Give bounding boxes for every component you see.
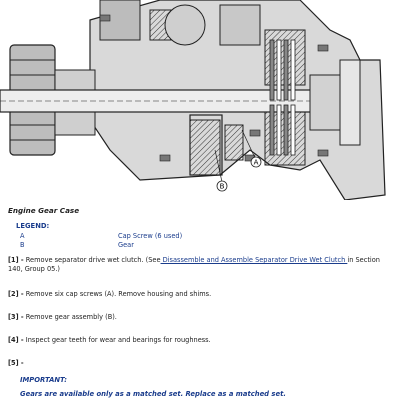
step-number: [2] - bbox=[8, 290, 24, 298]
callout-a-label: A bbox=[254, 159, 259, 167]
step-text: Remove separator drive wet clutch. (See bbox=[25, 256, 161, 264]
step-text: Remove gear assembly (B). bbox=[25, 313, 117, 321]
step-5: [5] - bbox=[8, 359, 392, 368]
figure-caption: Engine Gear Case bbox=[8, 206, 80, 215]
step-1: [1] - Remove separator drive wet clutch.… bbox=[8, 256, 392, 274]
legend-heading: LEGEND: bbox=[16, 222, 50, 230]
gear-case-diagram: A B bbox=[0, 0, 386, 200]
callout-b-label: B bbox=[220, 183, 225, 191]
step-number: [5] - bbox=[8, 359, 24, 367]
step-text: Remove six cap screws (A). Remove housin… bbox=[25, 290, 212, 298]
legend-letter: B bbox=[20, 241, 25, 249]
important-label: IMPORTANT: bbox=[20, 376, 68, 384]
step-number: [1] - bbox=[8, 256, 24, 264]
step-4: [4] - Inspect gear teeth for wear and be… bbox=[8, 336, 392, 345]
step-2: [2] - Remove six cap screws (A). Remove … bbox=[8, 290, 392, 299]
disassemble-clutch-link[interactable]: Disassemble and Assemble Separator Drive… bbox=[160, 256, 348, 264]
step-number: [3] - bbox=[8, 313, 24, 321]
important-note: Gears are available only as a matched se… bbox=[20, 390, 286, 398]
legend-desc: Gear bbox=[118, 241, 134, 249]
step-number: [4] - bbox=[8, 336, 24, 344]
legend-desc: Cap Screw (6 used) bbox=[118, 232, 183, 240]
step-text: Inspect gear teeth for wear and bearings… bbox=[25, 336, 211, 344]
step-text: in Section 140, Group 05.) bbox=[8, 256, 380, 273]
legend-letter: A bbox=[20, 232, 25, 240]
step-3: [3] - Remove gear assembly (B). bbox=[8, 313, 392, 322]
